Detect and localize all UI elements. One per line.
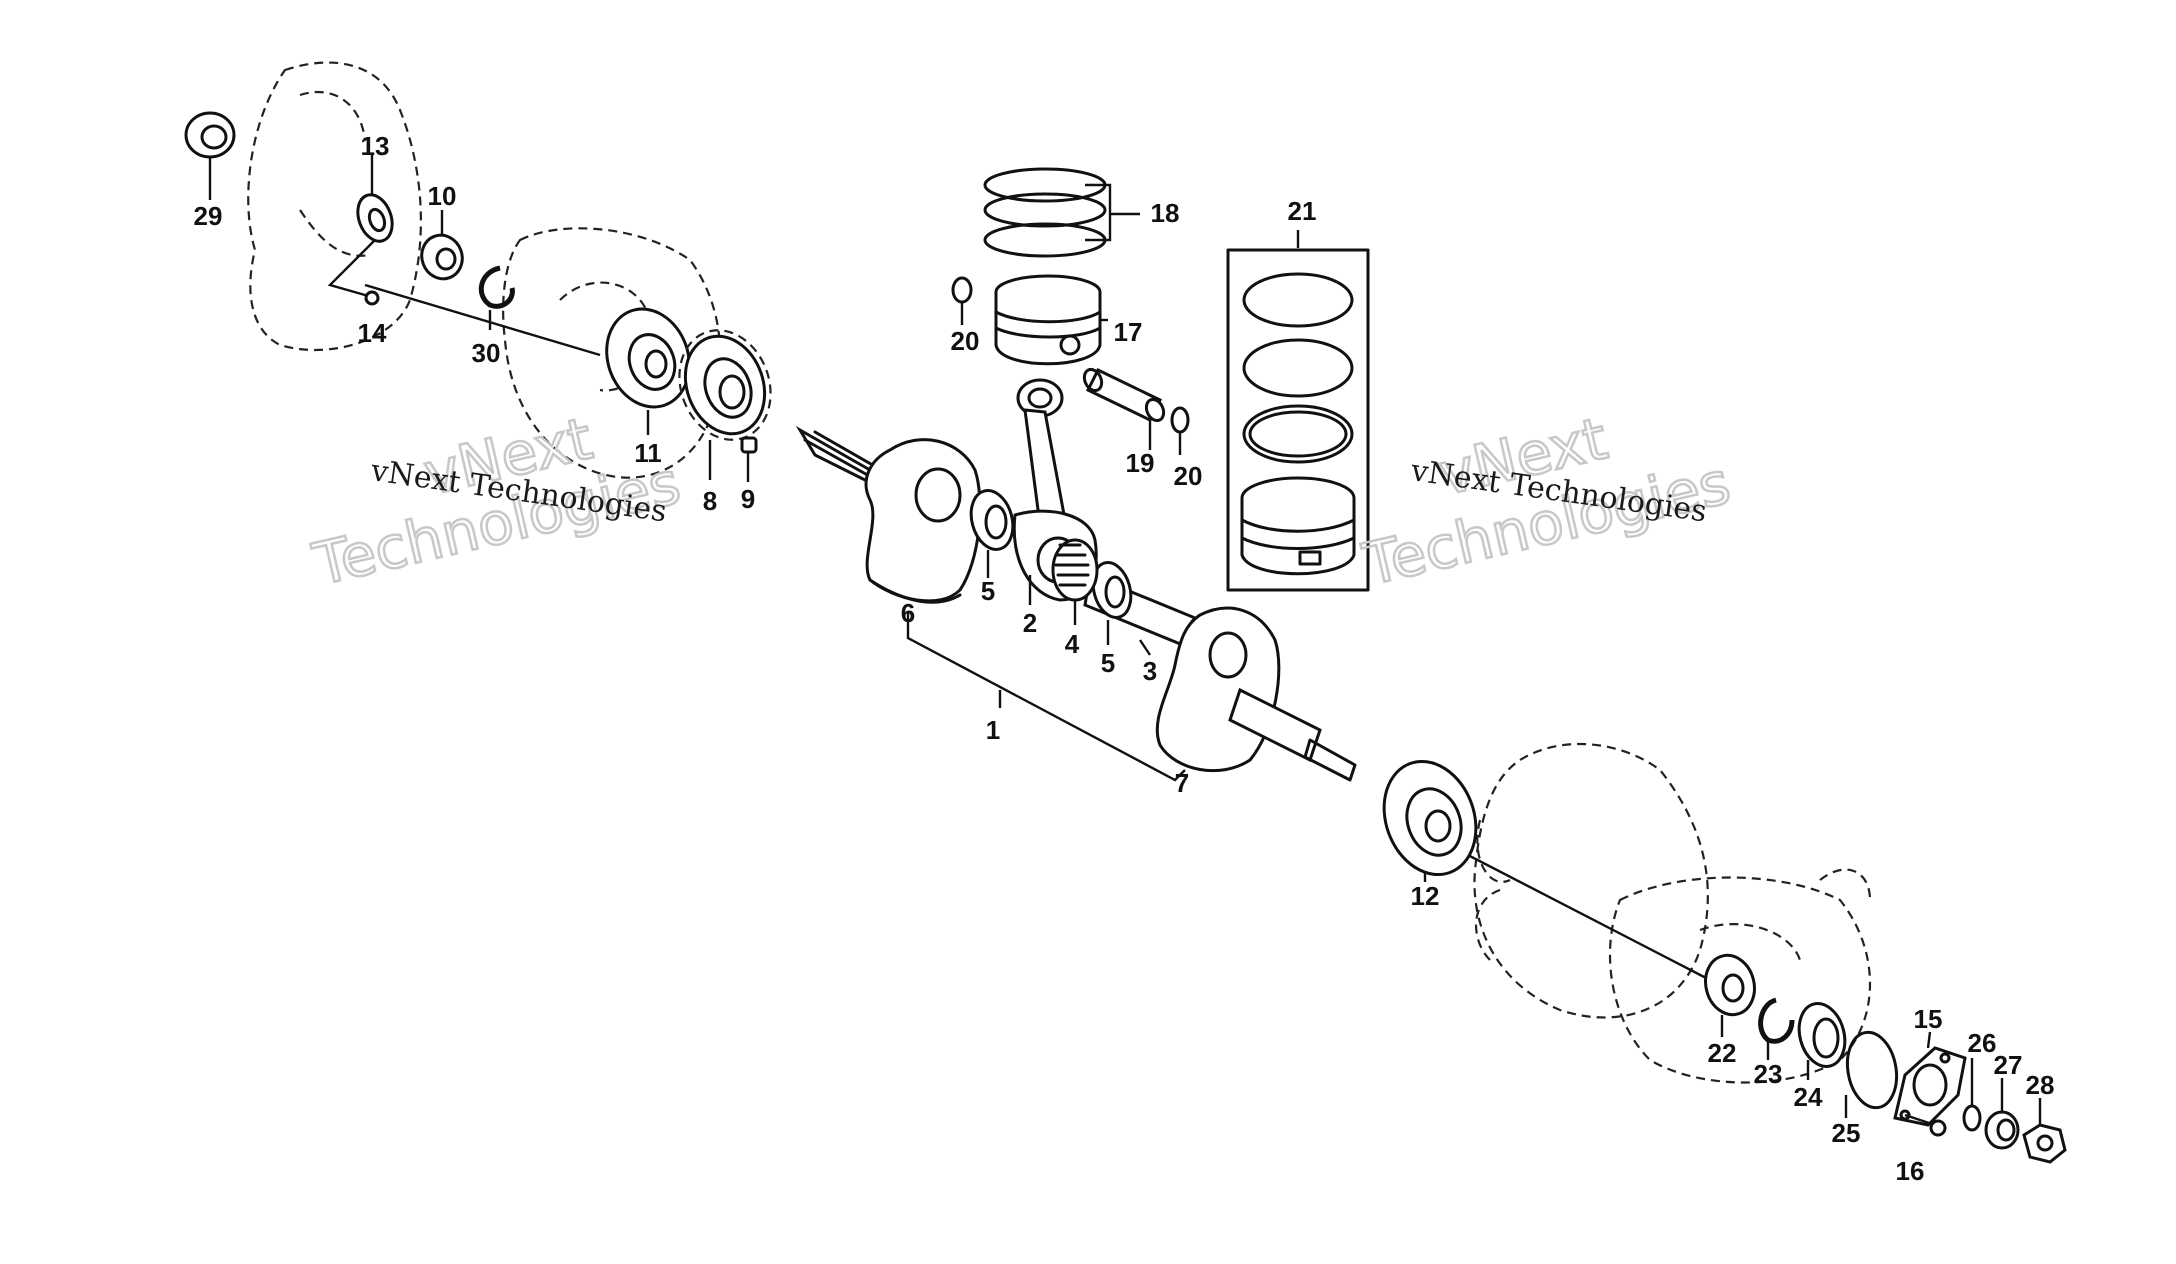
- right-crankcase-outline: [1473, 742, 1872, 1084]
- label-part-16: 16: [1896, 1156, 1925, 1186]
- oil-seal-29: [184, 111, 236, 159]
- piston-17: [994, 274, 1102, 366]
- label-part-2: 2: [1023, 608, 1037, 638]
- oil-seal-24: [1797, 1002, 1847, 1068]
- label-part-25: 25: [1832, 1118, 1861, 1148]
- part-labels: 1 2 3 4 5 5 6 7 8 9 10 11 12 13 14 15 16…: [194, 131, 2055, 1186]
- label-part-21: 21: [1288, 196, 1317, 226]
- label-part-19: 19: [1126, 448, 1155, 478]
- label-part-5a: 5: [981, 576, 995, 606]
- leader-lines: [208, 155, 2042, 1125]
- label-part-28: 28: [2026, 1070, 2055, 1100]
- watermark-right: vNext Technologies vNext Technologies: [1356, 403, 1738, 600]
- piston-rings-18: [983, 167, 1140, 258]
- label-part-29: 29: [194, 201, 223, 231]
- label-part-17: 17: [1114, 317, 1143, 347]
- label-part-15: 15: [1914, 1004, 1943, 1034]
- label-part-12: 12: [1411, 881, 1440, 911]
- needle-bearing-4: [1051, 538, 1099, 602]
- bearing-10: [420, 233, 464, 281]
- label-part-26: 26: [1968, 1028, 1997, 1058]
- label-part-23: 23: [1754, 1059, 1783, 1089]
- label-part-18: 18: [1151, 198, 1180, 228]
- washer-26: [1962, 1104, 1982, 1132]
- circlip-23: [1758, 997, 1795, 1044]
- label-part-5b: 5: [1101, 648, 1115, 678]
- watermark-left: vNext Technologies vNext Technologies: [306, 403, 688, 600]
- o-ring-25: [1845, 1030, 1899, 1110]
- circlip-30: [478, 265, 515, 309]
- label-part-22: 22: [1708, 1038, 1737, 1068]
- label-part-30: 30: [472, 338, 501, 368]
- circlip-20a: [951, 276, 973, 304]
- bearing-12: [1382, 759, 1478, 877]
- label-part-14: 14: [358, 318, 387, 348]
- label-part-27: 27: [1994, 1050, 2023, 1080]
- label-part-20a: 20: [951, 326, 980, 356]
- thrust-washer-5b: [1091, 561, 1133, 619]
- nut-28: [2022, 1123, 2067, 1164]
- label-part-3: 3: [1143, 656, 1157, 686]
- label-part-8: 8: [703, 486, 717, 516]
- bolt-14: [327, 239, 380, 306]
- label-part-11: 11: [634, 438, 662, 468]
- bearing-22: [1704, 953, 1756, 1017]
- cover-plate-15: [1893, 1046, 1967, 1127]
- piston-kit-box-21: [1226, 248, 1370, 592]
- key-9: [740, 436, 758, 454]
- label-part-4: 4: [1065, 629, 1080, 659]
- label-part-13: 13: [361, 131, 390, 161]
- plate-13: [356, 193, 394, 243]
- circlip-20b: [1170, 406, 1190, 434]
- crankshaft-left-half-6: [795, 425, 982, 604]
- thrust-washer-5a: [969, 489, 1015, 551]
- label-part-9: 9: [741, 484, 755, 514]
- label-part-7: 7: [1175, 768, 1189, 798]
- label-part-20b: 20: [1174, 461, 1203, 491]
- bolt-16: [1904, 1113, 1947, 1137]
- piston-pin-19: [1082, 367, 1166, 423]
- label-part-10: 10: [428, 181, 457, 211]
- label-part-24: 24: [1794, 1082, 1823, 1112]
- spacer-27: [1984, 1110, 2020, 1150]
- crankshaft-right-half-7: [1155, 606, 1357, 782]
- bearing-11: [605, 307, 691, 409]
- label-part-1: 1: [986, 715, 1000, 745]
- left-crankcase-outline: [247, 61, 722, 479]
- label-part-6: 6: [901, 598, 915, 628]
